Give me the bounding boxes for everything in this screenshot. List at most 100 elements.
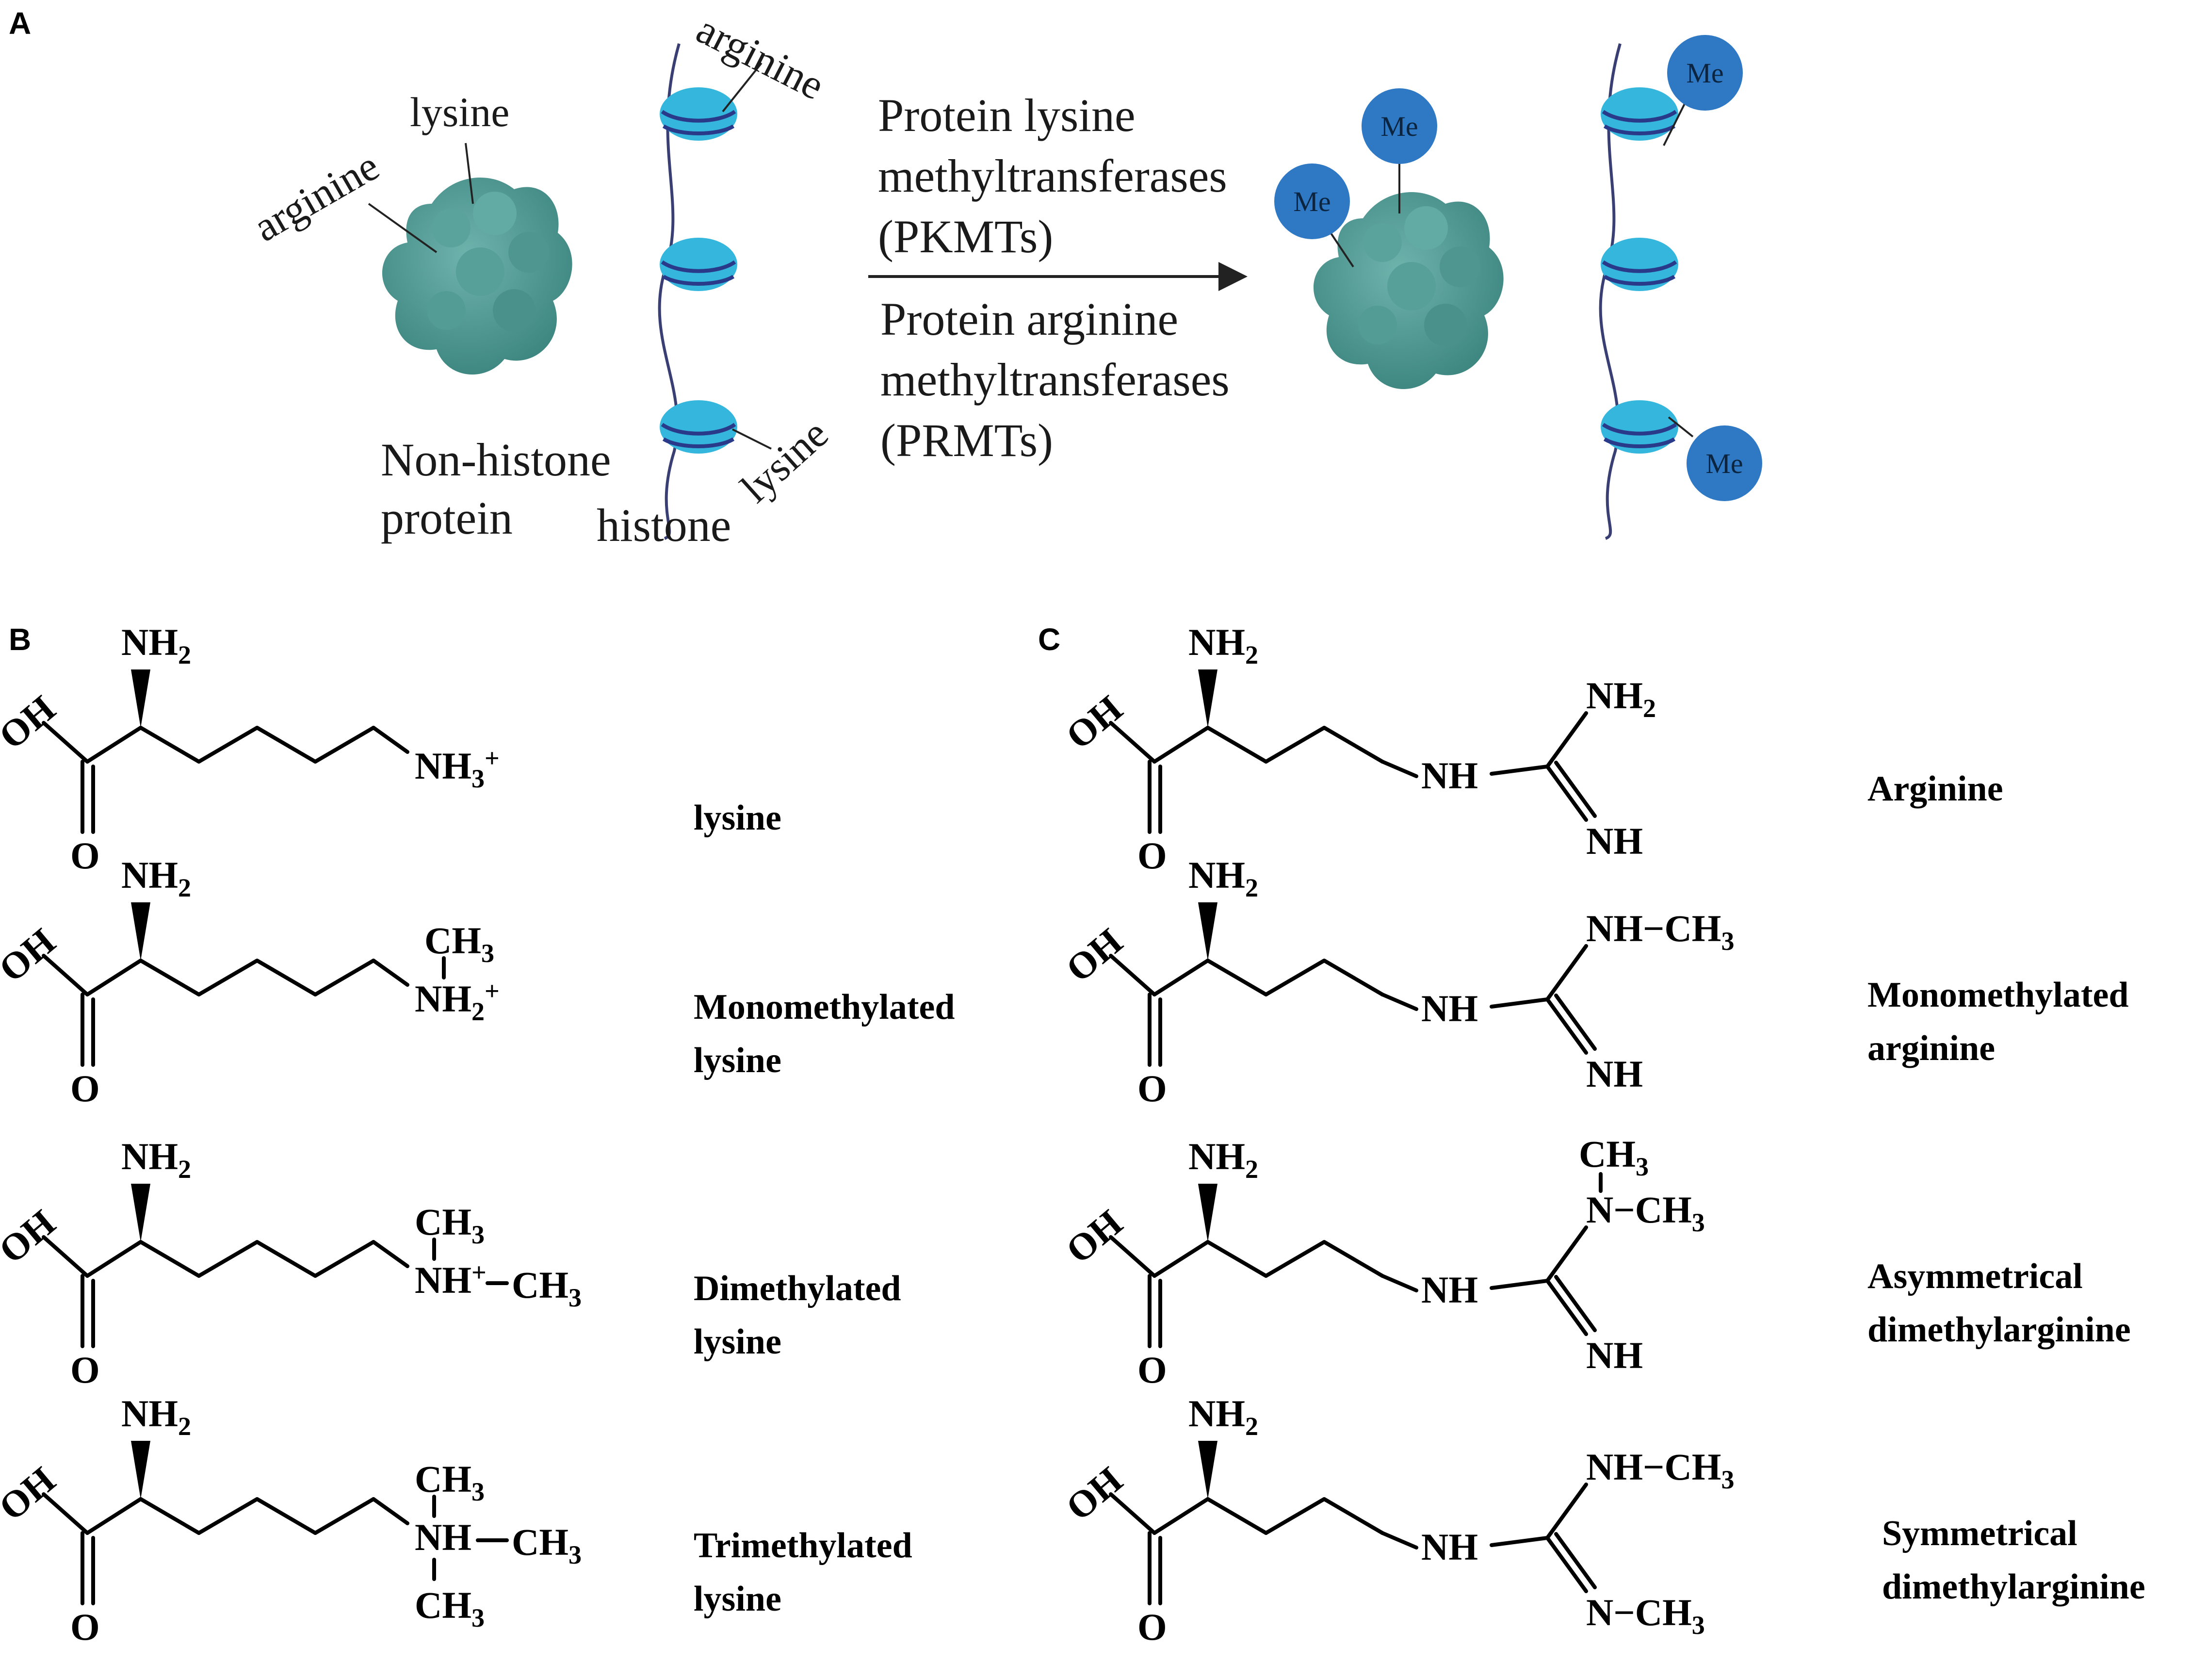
lysine-name-line-1: Monomethylated [694, 987, 955, 1027]
nh-plus-label: NH+ [415, 1258, 487, 1301]
prmt-line1: Protein arginine [880, 293, 1178, 345]
guanidino-bond [1490, 1279, 1549, 1290]
lower-bond-2 [1554, 994, 1597, 1051]
dna-strand-right [1599, 43, 1622, 540]
nh-bond [1380, 1274, 1418, 1292]
panel-letter-b: B [9, 622, 31, 657]
lower-bond-2 [1554, 1532, 1597, 1589]
nh2-label: NH2 [121, 854, 191, 902]
oh-label: OH [1058, 1458, 1130, 1529]
carboxyl-bond [85, 959, 143, 996]
o-label: O [70, 1606, 100, 1648]
carboxyl-bond [85, 1240, 143, 1278]
amine-bond [372, 959, 409, 987]
nonhistone-protein-blob [382, 178, 572, 375]
oh-bond [1109, 1492, 1156, 1535]
ch3-label-2: CH3 [512, 1264, 582, 1312]
lower-bond-2 [1554, 761, 1597, 818]
lysine-name-line-1: lysine [694, 798, 781, 838]
nh2-label: NH2 [121, 621, 191, 669]
nh-label: NH [1421, 987, 1478, 1029]
arginine-name-line-2: arginine [1867, 1028, 1995, 1068]
pkmt-line3: (PKMTs) [878, 211, 1053, 262]
panel-letter-a: A [9, 6, 31, 41]
pkmt-line2: methyltransferases [878, 150, 1227, 202]
lower-nh: NH [1586, 1334, 1643, 1376]
dna-strand-left [658, 43, 681, 540]
o-label: O [1137, 1349, 1167, 1391]
upper-nh-ch3: NH−CH3 [1586, 1446, 1734, 1494]
carboxyl-bond [1152, 1240, 1210, 1278]
oh-bond [42, 954, 89, 996]
lower-bond-1 [1545, 765, 1588, 822]
lysine-name-line-2: lysine [694, 1579, 781, 1619]
nucleosome-right-3 [1601, 400, 1678, 454]
carboxyl-bond [1152, 959, 1210, 996]
lysine-label-protein: lysine [410, 89, 509, 135]
nh2-wedge [1198, 1441, 1217, 1499]
carbon-chain [139, 726, 375, 764]
o-label: O [70, 1349, 100, 1391]
nh2-label: NH2 [121, 1135, 191, 1184]
guanidino-bond [1490, 997, 1549, 1009]
pkmt-line1: Protein lysine [878, 89, 1136, 141]
upper-nh2: NH2 [1586, 674, 1656, 723]
oh-label: OH [0, 687, 63, 757]
svg-text:Me: Me [1293, 186, 1331, 217]
carbon-chain [1206, 959, 1384, 996]
oh-bond [1109, 721, 1156, 764]
oh-label: OH [0, 1458, 63, 1529]
nh3-label: NH3+ [415, 744, 500, 793]
nh2-wedge [1198, 902, 1217, 961]
oh-bond [42, 721, 89, 764]
upper-bond [1545, 1225, 1588, 1283]
prmt-line3: (PRMTs) [880, 414, 1053, 466]
me-group-protein-2: Me [1362, 88, 1437, 164]
nucleosome-left-1 [660, 87, 737, 141]
nh2-wedge [131, 669, 150, 728]
lysine-name-line-1: Trimethylated [694, 1526, 912, 1566]
amine-bond [372, 1240, 409, 1268]
carboxyl-bond [85, 1497, 143, 1535]
carboxyl-bond [1152, 726, 1210, 764]
oh-label: OH [0, 920, 63, 990]
oh-bond [1109, 954, 1156, 996]
upper-ch3: CH3 [1579, 1133, 1649, 1181]
carbon-chain [139, 1240, 375, 1278]
nh2-label: NH2 [1188, 621, 1258, 669]
o-label: O [1137, 1067, 1167, 1109]
upper-nh-ch3: NH−CH3 [1586, 907, 1734, 956]
nh2-label: NH2 [1188, 1135, 1258, 1184]
arginine-name-line-2: dimethylarginine [1867, 1310, 2131, 1350]
oh-bond [1109, 1235, 1156, 1278]
panel-b-structures: OHONH2NH3+lysineOHONH2NH2+CH3Monomethyla… [0, 621, 955, 1648]
upper-n-ch3: N−CH3 [1586, 1189, 1705, 1237]
amine-bond [372, 1497, 409, 1525]
prmt-line2: methyltransferases [880, 354, 1230, 406]
nh-label: NH [1421, 1269, 1478, 1311]
oh-label: OH [0, 1201, 63, 1272]
lower-bond-1 [1545, 997, 1588, 1055]
ch3-label-2: CH3 [512, 1521, 582, 1569]
o-label: O [70, 1067, 100, 1109]
lower-bond-1 [1545, 1536, 1588, 1593]
lower-nh: NH [1586, 1053, 1643, 1095]
amine-bond [372, 726, 409, 754]
nucleosome-left-2 [660, 238, 737, 291]
lysine-pointer-histone [732, 428, 772, 450]
carbon-chain [139, 1497, 375, 1535]
ch3-label-1: CH3 [415, 1201, 485, 1249]
lysine-label-histone: lysine [731, 410, 837, 511]
nh2-wedge [1198, 669, 1217, 728]
arginine-name-line-2: dimethylarginine [1882, 1567, 2145, 1607]
arginine-name-line-1: Symmetrical [1882, 1514, 2077, 1553]
arginine-pointer-histone [722, 62, 763, 113]
arginine-structure-3: OHONH2NHN−CH3CH3NHAsymmetricaldimethylar… [1058, 1133, 2131, 1391]
lysine-name-line-2: lysine [694, 1041, 781, 1080]
lower-nh: NH [1586, 820, 1643, 862]
